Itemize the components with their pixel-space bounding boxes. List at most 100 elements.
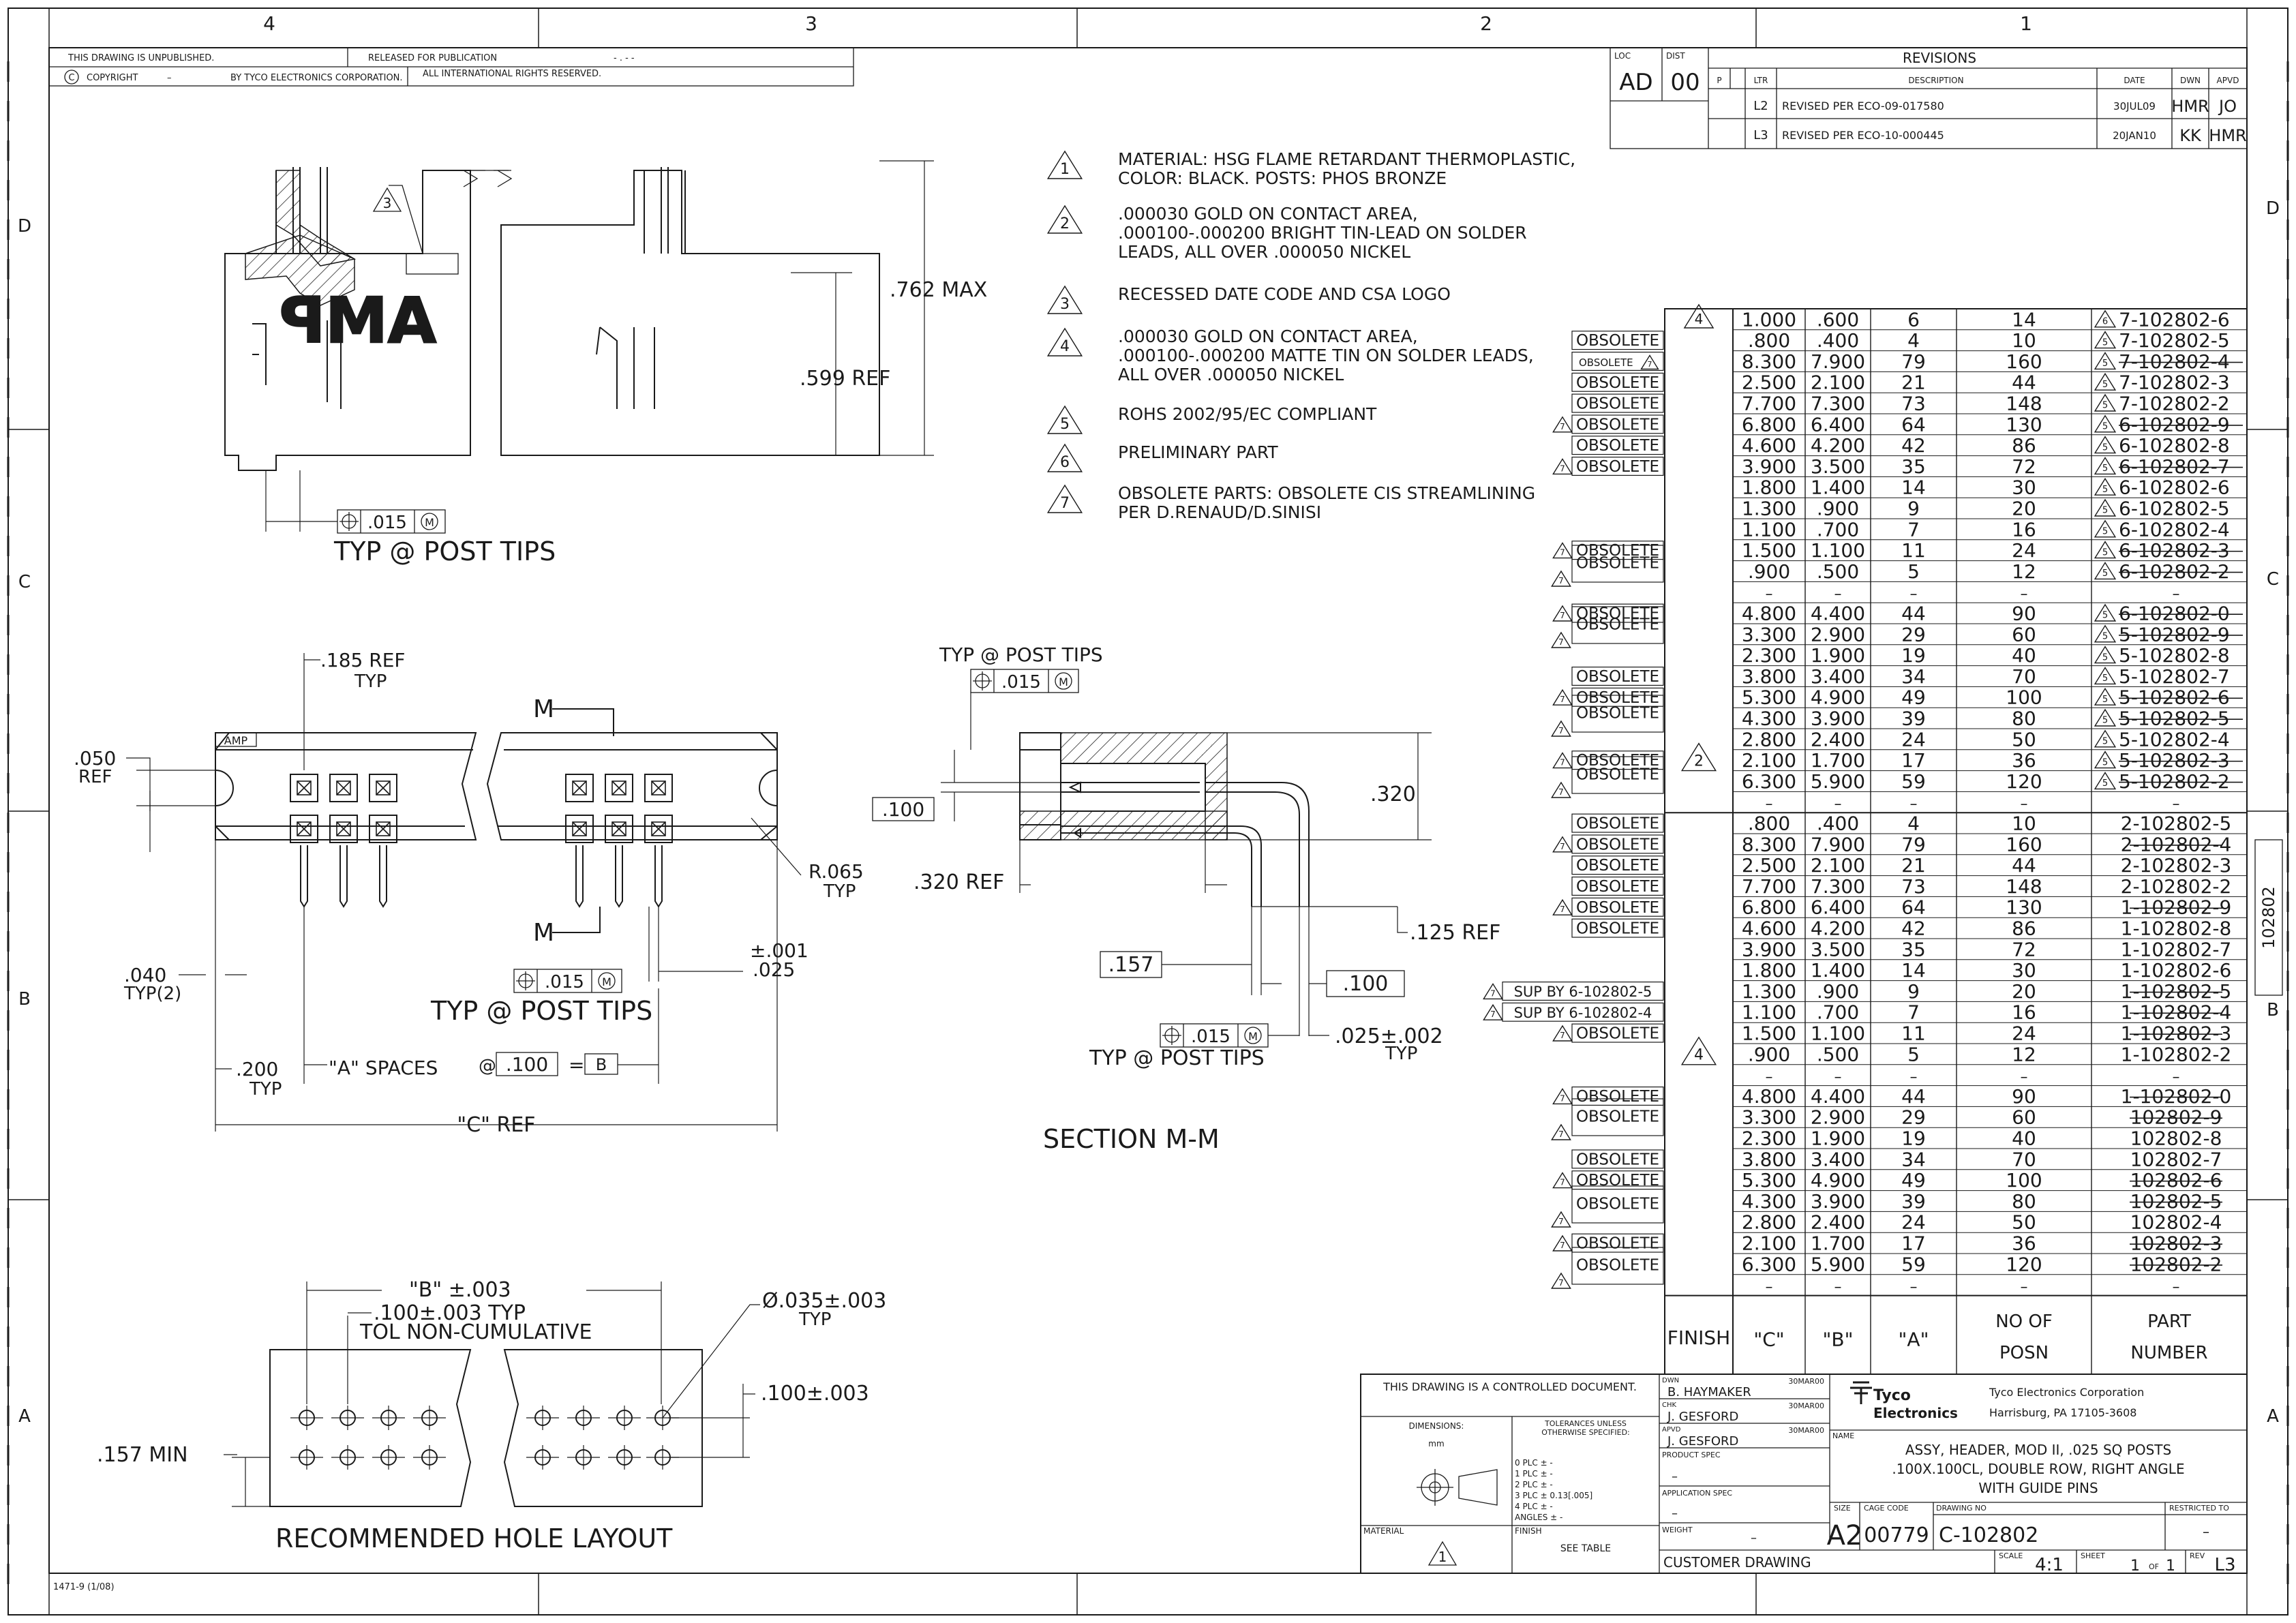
cell-part-number: 102802-5 bbox=[2130, 1190, 2222, 1213]
cell-a: 19 bbox=[1901, 1127, 1926, 1149]
cell-a: 14 bbox=[1901, 959, 1926, 982]
checked-label: CHK bbox=[1662, 1401, 1677, 1409]
header-a: "A" bbox=[1899, 1328, 1929, 1350]
revisions-title: REVISIONS bbox=[1903, 50, 1976, 66]
cell-c: – bbox=[1766, 586, 1773, 603]
cell-b: 3.900 bbox=[1811, 707, 1865, 729]
finish-flag-2: 2 bbox=[1680, 742, 1717, 772]
obsolete-label: OBSOLETE bbox=[1571, 813, 1664, 833]
cell-posn: 60 bbox=[2012, 1106, 2036, 1129]
cell-b: 1.900 bbox=[1811, 644, 1865, 667]
cell-part-number: 5-102802-9 bbox=[2119, 623, 2230, 646]
cell-posn: 24 bbox=[2012, 1022, 2036, 1044]
size-value: A2 bbox=[1827, 1520, 1863, 1551]
cell-part-number: 5-102802-4 bbox=[2119, 728, 2230, 750]
cell-part-number: 2-102802-4 bbox=[2121, 833, 2232, 855]
note-flag-number: 5 bbox=[2102, 380, 2108, 390]
obsolete-text: OBSOLETE bbox=[1576, 458, 1659, 476]
obsolete-label: OBSOLETE bbox=[1571, 331, 1664, 350]
note-1-line: COLOR: BLACK. POSTS: PHOS BRONZE bbox=[1118, 168, 1447, 188]
obsolete-text: OBSOLETE bbox=[1576, 605, 1659, 623]
cell-a: 11 bbox=[1901, 539, 1926, 562]
dim-762-max: .762 MAX bbox=[890, 278, 987, 302]
product-spec-value: – bbox=[1672, 1470, 1678, 1484]
basic-dim-100 bbox=[496, 1052, 558, 1076]
dim-100-003: .100±.003 bbox=[761, 1382, 869, 1406]
rights-text: ALL INTERNATIONAL RIGHTS RESERVED. bbox=[423, 69, 601, 79]
dia-035-typ: TYP bbox=[798, 1309, 831, 1330]
row-flag: 5 bbox=[2094, 750, 2117, 769]
application-spec-value: – bbox=[1672, 1506, 1678, 1521]
cell-a: 29 bbox=[1901, 623, 1926, 646]
cell-a: 5 bbox=[1907, 560, 1920, 583]
dim-040-typ2: TYP(2) bbox=[123, 984, 181, 1004]
cell-part-number: 1-102802-2 bbox=[2121, 1043, 2232, 1065]
cell-b: 4.900 bbox=[1811, 686, 1865, 709]
note-flag-number: 7 bbox=[1558, 787, 1564, 797]
note-7-line: PER D.RENAUD/D.SINISI bbox=[1118, 502, 1321, 522]
cell-b: 2.900 bbox=[1811, 623, 1865, 646]
note-2-line: .000100-.000200 BRIGHT TIN-LEAD ON SOLDE… bbox=[1118, 223, 1527, 243]
cell-posn: 120 bbox=[2006, 770, 2042, 793]
cell-b: – bbox=[1834, 796, 1842, 813]
cell-posn: 70 bbox=[2012, 665, 2036, 688]
drawing-number-label: DRAWING NO bbox=[1936, 1504, 1987, 1513]
obsolete-text: OBSOLETE bbox=[1579, 357, 1633, 369]
cell-part-number: 7-102802-3 bbox=[2119, 371, 2230, 394]
scale-label: SCALE bbox=[1999, 1551, 2023, 1560]
size-label: SIZE bbox=[1834, 1504, 1851, 1513]
cell-c: 1.800 bbox=[1742, 476, 1796, 499]
cell-part-number: 6-102802-7 bbox=[2119, 455, 2230, 478]
note-flag-number: 5 bbox=[2102, 695, 2108, 705]
company-name: Tyco Electronics Corporation bbox=[1989, 1386, 2144, 1399]
zone-label-left-C: C bbox=[18, 572, 31, 592]
cell-c: 6.300 bbox=[1742, 1253, 1796, 1275]
row-flag: 5 bbox=[2094, 772, 2117, 790]
cell-b: 2.100 bbox=[1811, 854, 1865, 877]
cell-a: 73 bbox=[1901, 392, 1926, 414]
cell-b: 7.900 bbox=[1811, 833, 1865, 855]
note-flag-number: 5 bbox=[2102, 778, 2108, 789]
row-flag-7: 7 bbox=[1551, 1272, 1571, 1289]
cell-a: 42 bbox=[1901, 434, 1926, 457]
note-flag-number: 7 bbox=[1560, 842, 1565, 851]
row-flag: 5 bbox=[2094, 372, 2117, 391]
row-flag: 5 bbox=[2094, 457, 2117, 475]
cell-c: 1.100 bbox=[1742, 1001, 1796, 1024]
cell-part-number: 1-102802-6 bbox=[2121, 959, 2232, 982]
side-drawing-number-tab: 102802 bbox=[2254, 839, 2283, 996]
cell-a: 21 bbox=[1901, 371, 1926, 394]
cell-a: 64 bbox=[1901, 896, 1926, 919]
cell-posn: 40 bbox=[2012, 644, 2036, 667]
cell-a: 21 bbox=[1901, 854, 1926, 877]
cell-posn: 72 bbox=[2012, 455, 2036, 478]
cell-b: 7.900 bbox=[1811, 350, 1865, 373]
row-flag: 5 bbox=[2094, 729, 2117, 748]
obsolete-label: OBSOLETE bbox=[1571, 1149, 1664, 1168]
dim-185-typ: TYP bbox=[354, 671, 387, 692]
mmc-symbol: M bbox=[425, 516, 434, 529]
note-flag-number: 7 bbox=[1558, 1278, 1564, 1288]
note-flag-number: 3 bbox=[1060, 296, 1070, 313]
cell-posn: 120 bbox=[2006, 1253, 2042, 1275]
side-drawing-number: 102802 bbox=[2259, 886, 2278, 949]
cell-posn: 86 bbox=[2012, 917, 2036, 939]
cell-posn: 90 bbox=[2012, 1085, 2036, 1108]
note-flag-number: 4 bbox=[1695, 311, 1704, 327]
row-flag-7: 7 bbox=[1552, 458, 1573, 475]
note-flag-number: 7 bbox=[1558, 1217, 1564, 1226]
cell-b: 6.400 bbox=[1811, 413, 1865, 436]
cell-posn: 50 bbox=[2012, 1211, 2036, 1234]
